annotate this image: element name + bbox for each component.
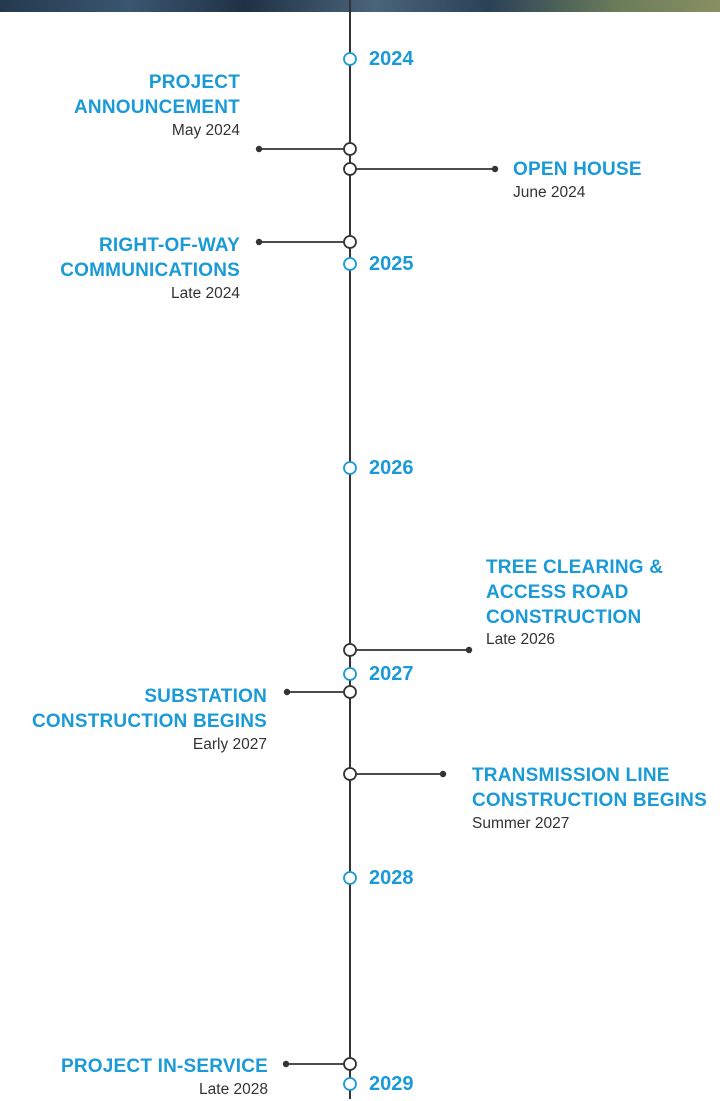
event-node-open-house bbox=[343, 162, 357, 176]
connector-dot-substation-construction bbox=[283, 688, 291, 696]
connector-dot-transmission-line-construction bbox=[439, 770, 447, 778]
event-date: Summer 2027 bbox=[472, 815, 570, 832]
year-label-2027: 2027 bbox=[369, 663, 414, 685]
year-marker-2026 bbox=[343, 461, 357, 475]
year-label-2028: 2028 bbox=[369, 867, 414, 889]
event-tree-clearing-access-road: TREE CLEARING & ACCESS ROAD CONSTRUCTION… bbox=[486, 555, 663, 651]
event-transmission-line-construction: TRANSMISSION LINE CONSTRUCTION BEGINS Su… bbox=[472, 763, 707, 835]
event-title: SUBSTATION CONSTRUCTION BEGINS bbox=[32, 686, 267, 732]
year-marker-2027 bbox=[343, 667, 357, 681]
event-node-project-in-service bbox=[343, 1057, 357, 1071]
event-node-tree-clearing-access-road bbox=[343, 643, 357, 657]
year-label-2025: 2025 bbox=[369, 253, 414, 275]
event-substation-construction: SUBSTATION CONSTRUCTION BEGINS Early 202… bbox=[32, 684, 267, 756]
year-marker-2028 bbox=[343, 871, 357, 885]
year-marker-2025 bbox=[343, 257, 357, 271]
connector-dot-project-in-service bbox=[282, 1060, 290, 1068]
event-title: TRANSMISSION LINE CONSTRUCTION BEGINS bbox=[472, 765, 707, 811]
event-title: PROJECT ANNOUNCEMENT bbox=[73, 72, 240, 118]
connector-dot-right-of-way-communications bbox=[255, 238, 263, 246]
event-node-transmission-line-construction bbox=[343, 767, 357, 781]
event-open-house: OPEN HOUSE June 2024 bbox=[513, 157, 642, 204]
year-label-2024: 2024 bbox=[369, 48, 414, 70]
year-label-2026: 2026 bbox=[369, 457, 414, 479]
event-date: Early 2027 bbox=[192, 736, 267, 753]
event-node-right-of-way-communications bbox=[343, 235, 357, 249]
event-right-of-way-communications: RIGHT-OF-WAY COMMUNICATIONS Late 2024 bbox=[60, 233, 240, 305]
event-title: TREE CLEARING & ACCESS ROAD CONSTRUCTION bbox=[486, 557, 664, 628]
event-date: Late 2024 bbox=[171, 285, 240, 302]
event-node-substation-construction bbox=[343, 685, 357, 699]
event-title: RIGHT-OF-WAY COMMUNICATIONS bbox=[60, 235, 240, 281]
event-title: PROJECT IN-SERVICE bbox=[60, 1056, 268, 1077]
event-title: OPEN HOUSE bbox=[513, 159, 642, 180]
header-photo-strip bbox=[0, 0, 720, 12]
event-project-in-service: PROJECT IN-SERVICE Late 2028 bbox=[61, 1054, 268, 1101]
event-date: Late 2026 bbox=[486, 631, 555, 648]
event-date: May 2024 bbox=[171, 122, 240, 139]
connector-dot-open-house bbox=[491, 165, 499, 173]
year-marker-2029 bbox=[343, 1077, 357, 1091]
connector-dot-project-announcement bbox=[255, 145, 263, 153]
event-date: Late 2028 bbox=[199, 1081, 268, 1098]
event-project-announcement: PROJECT ANNOUNCEMENT May 2024 bbox=[74, 70, 240, 142]
event-node-project-announcement bbox=[343, 142, 357, 156]
connector-dot-tree-clearing-access-road bbox=[465, 646, 473, 654]
year-label-2029: 2029 bbox=[369, 1073, 414, 1095]
event-date: June 2024 bbox=[513, 184, 586, 201]
year-marker-2024 bbox=[343, 52, 357, 66]
